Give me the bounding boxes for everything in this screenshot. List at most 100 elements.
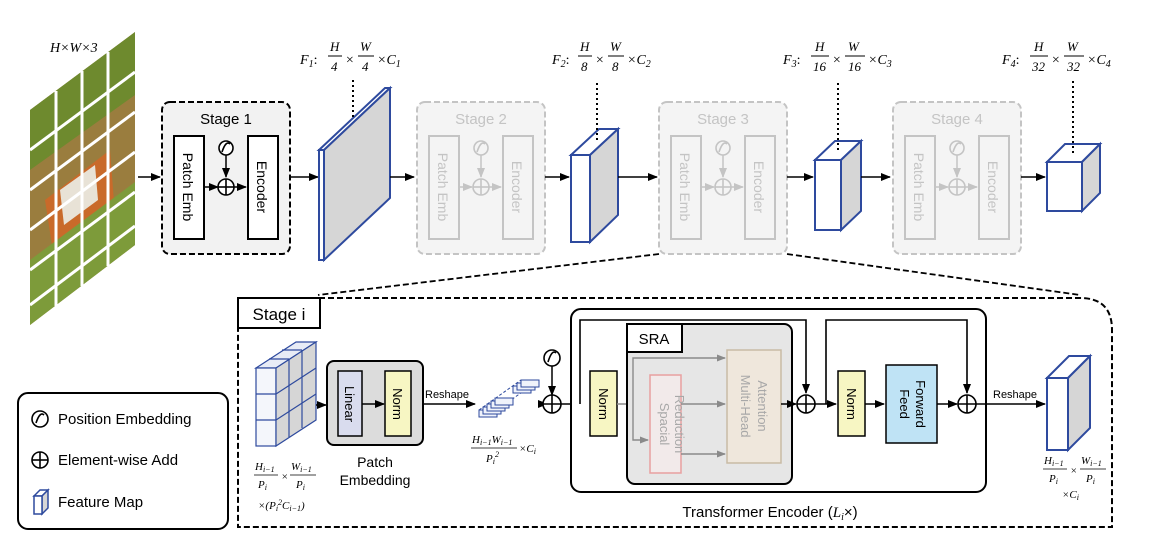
- stage-3-block: Stage 3 Patch Emb Encoder: [658, 101, 788, 255]
- norm-label-1: Norm: [390, 388, 405, 420]
- norm-block-3: [837, 370, 866, 437]
- feature-1-dims: F1: H 4 × W 4 ×C1: [299, 39, 401, 74]
- svg-text:Pi: Pi: [257, 479, 267, 492]
- feed-forward-block: [885, 364, 938, 444]
- svg-text:Pi: Pi: [1048, 473, 1058, 486]
- svg-text:H: H: [1033, 39, 1044, 54]
- svg-text:W: W: [360, 39, 372, 54]
- svg-text:Hi−1: Hi−1: [254, 461, 275, 474]
- multihead-attention-block: [726, 349, 782, 464]
- svg-text:×: ×: [595, 53, 604, 68]
- svg-text:Pi: Pi: [1085, 473, 1095, 486]
- svg-text:×: ×: [1070, 465, 1077, 477]
- stage-1-block: Stage 1 Patch Emb Encoder: [161, 101, 291, 255]
- feed-forward-label-1: Feed: [897, 389, 912, 419]
- token-sequence-icon: [477, 379, 541, 418]
- norm-label-2: Norm: [596, 388, 611, 420]
- svg-text:Patch Emb: Patch Emb: [435, 153, 451, 222]
- svg-text:×C1: ×C1: [377, 53, 401, 70]
- stage-4-title: Stage 4: [931, 111, 983, 128]
- output-dims: Hi−1 Pi × Wi−1 Pi ×Ci: [1043, 455, 1106, 502]
- svg-text:32: 32: [1066, 59, 1081, 74]
- multihead-label-2: Attention: [755, 380, 770, 431]
- svg-text:×: ×: [832, 53, 841, 68]
- feature-4-dims: F4: H 32 × W 32 ×C4: [1001, 39, 1111, 74]
- svg-text:F3:: F3:: [782, 53, 800, 70]
- reshape-label-2: Reshape: [993, 389, 1037, 401]
- legend-element-wise-add: Element-wise Add: [58, 452, 178, 469]
- svg-text:Hi−1Wi−1: Hi−1Wi−1: [471, 434, 512, 447]
- svg-text:Encoder: Encoder: [509, 161, 525, 213]
- svg-text:8: 8: [612, 59, 619, 74]
- spacial-reduction-label-1: Spacial: [657, 403, 672, 446]
- svg-text:Wi−1: Wi−1: [1081, 455, 1102, 468]
- transformer-encoder-label: Transformer Encoder (Li×): [682, 504, 857, 523]
- legend-position-embedding: Position Embedding: [58, 411, 191, 428]
- input-patches-cube: [253, 340, 319, 448]
- feature-map-1: [316, 85, 393, 263]
- svg-text:×Ci: ×Ci: [1062, 489, 1079, 502]
- stage-1-encoder: Encoder: [254, 161, 270, 213]
- stage-4-block: Stage 4 Patch Emb Encoder: [892, 101, 1022, 255]
- svg-text:Patch Emb: Patch Emb: [911, 153, 927, 222]
- spacial-reduction-block: [649, 374, 682, 474]
- patch-embedding-block: Linear Norm Patch Embedding: [326, 360, 424, 488]
- svg-text:F2:: F2:: [551, 53, 569, 70]
- svg-text:F4:: F4:: [1001, 53, 1019, 70]
- svg-text:16: 16: [813, 59, 827, 74]
- legend-feature-map: Feature Map: [58, 494, 143, 511]
- stage-1-patch-emb: Patch Emb: [180, 153, 196, 222]
- spacial-reduction-label-2: Reduction: [672, 395, 687, 454]
- svg-text:8: 8: [581, 59, 588, 74]
- output-feature-map: [1044, 353, 1093, 453]
- svg-text:16: 16: [848, 59, 862, 74]
- feed-forward-label-2: Forward: [913, 380, 928, 428]
- svg-text:H: H: [329, 39, 340, 54]
- svg-text:×: ×: [1051, 53, 1060, 68]
- linear-label: Linear: [342, 386, 357, 423]
- svg-text:Wi−1: Wi−1: [291, 461, 312, 474]
- legend-feature-map-icon: [32, 488, 50, 516]
- svg-text:4: 4: [362, 59, 369, 74]
- multihead-label-1: Multi-Head: [738, 375, 753, 438]
- svg-text:×C3: ×C3: [868, 53, 892, 70]
- svg-text:F1:: F1:: [299, 53, 317, 70]
- input-image: [29, 32, 136, 325]
- svg-text:32: 32: [1031, 59, 1046, 74]
- svg-text:×Ci: ×Ci: [519, 443, 536, 456]
- svg-text:Encoder: Encoder: [751, 161, 767, 213]
- svg-text:W: W: [848, 39, 860, 54]
- token-dims: Hi−1Wi−1 Pi2 ×Ci: [471, 434, 536, 466]
- svg-text:Pi2: Pi2: [485, 450, 499, 466]
- svg-text:Hi−1: Hi−1: [1043, 455, 1064, 468]
- svg-text:H: H: [814, 39, 825, 54]
- legend: Position Embedding Element-wise Add Feat…: [17, 392, 229, 530]
- stage-1-title: Stage 1: [200, 111, 252, 128]
- svg-text:Patch Emb: Patch Emb: [677, 153, 693, 222]
- svg-text:H: H: [579, 39, 590, 54]
- svg-text:×: ×: [345, 53, 354, 68]
- svg-text:×C2: ×C2: [627, 53, 651, 70]
- svg-text:×C4: ×C4: [1087, 53, 1111, 70]
- sra-label: SRA: [639, 331, 670, 348]
- feature-3-dims: F3: H 16 × W 16 ×C3: [782, 39, 892, 74]
- svg-text:Encoder: Encoder: [985, 161, 1001, 213]
- svg-text:W: W: [1067, 39, 1079, 54]
- feature-map-3: [812, 138, 864, 233]
- stage-2-block: Stage 2 Patch Emb Encoder: [416, 101, 546, 255]
- sra-block: SRA Spacial Reduction Multi-Head Attenti…: [626, 323, 797, 485]
- svg-text:Pi: Pi: [295, 479, 305, 492]
- legend-position-embedding-icon: [31, 410, 49, 428]
- svg-text:×(Pi2Ci−1): ×(Pi2Ci−1): [258, 498, 305, 513]
- stage-i-title: Stage i: [253, 305, 306, 324]
- patch-embedding-label-1: Patch: [357, 454, 393, 470]
- input-dims: Hi−1 Pi × Wi−1 Pi ×(Pi2Ci−1): [254, 461, 316, 513]
- stage-2-title: Stage 2: [455, 111, 507, 128]
- svg-text:4: 4: [331, 59, 338, 74]
- patch-embedding-label-2: Embedding: [340, 472, 411, 488]
- feature-2-dims: F2: H 8 × W 8 ×C2: [551, 39, 651, 74]
- svg-text:W: W: [610, 39, 622, 54]
- stage-3-title: Stage 3: [697, 111, 749, 128]
- feature-map-4: [1044, 141, 1103, 214]
